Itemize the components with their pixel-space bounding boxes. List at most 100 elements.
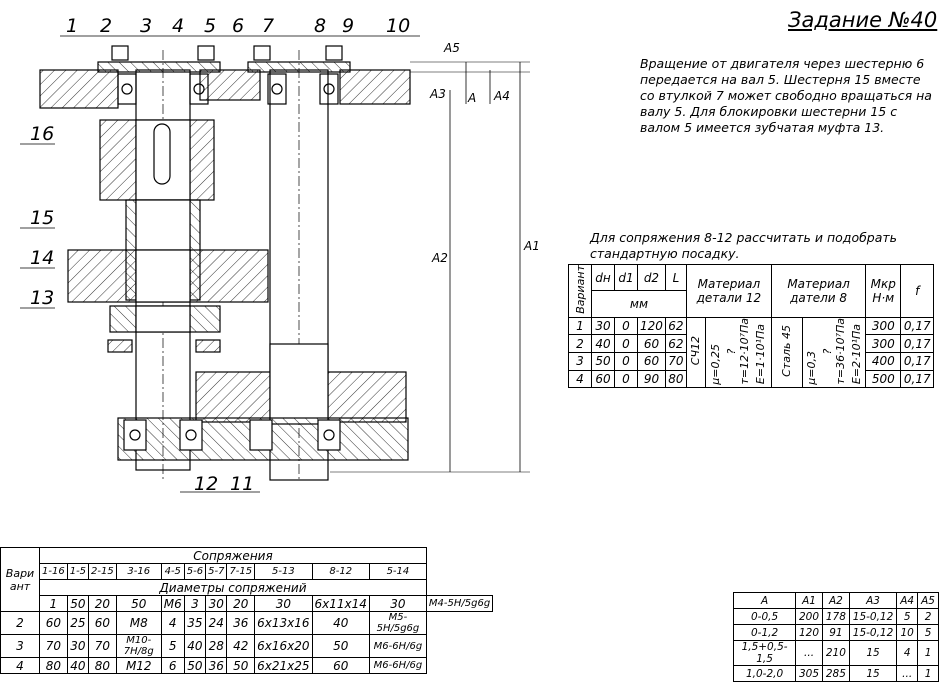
cell: 62: [664, 334, 687, 354]
dim-a1: A1: [523, 239, 540, 253]
cell: 1: [917, 640, 939, 666]
header-dn: dн: [591, 263, 615, 292]
header-mat12: Материал детали 12: [685, 264, 772, 318]
cell: 6x16x20: [254, 634, 313, 658]
leader-label: 8: [314, 15, 326, 37]
col-header: A: [732, 592, 797, 609]
cell: 0: [614, 369, 638, 389]
header-mat8: Материал датели 8: [770, 264, 867, 318]
cell: 0: [614, 352, 638, 371]
leader-label: 4: [172, 15, 184, 37]
cell: 200: [795, 608, 823, 625]
cell: M5-5H/5g6g: [368, 611, 427, 635]
leader-label: 14: [30, 247, 54, 269]
dim-a2: A2: [431, 251, 448, 265]
task-description: Вращение от двигателя через шестерню 6 п…: [640, 56, 932, 135]
col-header: A4: [896, 592, 919, 609]
cell: 285: [821, 665, 850, 682]
cell: 50: [311, 634, 370, 658]
cell: 120: [795, 624, 823, 641]
task-title: Задание №40: [788, 8, 938, 32]
leader-label: 15: [30, 207, 54, 229]
col-header: 8-12: [311, 563, 370, 580]
cell: 40: [183, 634, 207, 658]
dim-a5: A5: [443, 41, 460, 55]
leader-label: 1: [66, 15, 78, 37]
header-diam: Диаметры сопряжений: [39, 579, 427, 596]
dim-a3: A3: [429, 87, 446, 101]
cell: 70: [39, 634, 68, 658]
cell: M6-6H/6g: [368, 657, 427, 674]
cell: ...: [795, 640, 823, 666]
cell: M12: [115, 657, 162, 674]
col-header: 7-15: [226, 563, 256, 580]
cell: 4: [0, 657, 40, 674]
col-header: 4-5: [160, 563, 185, 580]
cell: 210: [821, 640, 850, 666]
cell: 80: [39, 657, 68, 674]
header-d2: d2: [637, 263, 666, 292]
cell: 3: [0, 634, 40, 658]
cell: 50: [115, 595, 162, 612]
cell: 0-0,5: [732, 608, 797, 625]
cell: 20: [88, 595, 117, 612]
cell: 15: [848, 665, 898, 682]
cell: 0,17: [900, 334, 935, 354]
cell: 6x13x16: [254, 611, 313, 635]
leader-label: 12: [194, 473, 218, 495]
cell: 3: [183, 595, 207, 612]
cell: 28: [205, 634, 228, 658]
header-m: Mкр Н·м: [865, 264, 902, 318]
cell: 60: [637, 352, 666, 371]
mat8-name: Сталь 45: [780, 325, 794, 377]
cell: 1: [568, 316, 592, 336]
cell: 24: [205, 611, 228, 635]
col-header: A1: [795, 592, 823, 609]
mat12-gamma: ?т=12·10⁷Па: [725, 317, 752, 385]
cell: 2: [917, 608, 939, 625]
cell: 0,17: [900, 316, 935, 336]
cell: 2: [568, 334, 592, 354]
cell: ...: [896, 665, 919, 682]
cell: 6x21x25: [254, 657, 313, 674]
leader-label: 2: [100, 15, 112, 37]
header-variant: Вариант: [573, 265, 587, 314]
cell: 80: [664, 369, 687, 389]
header-variant: Вари ант: [0, 547, 40, 612]
cell: 2: [0, 611, 40, 635]
mat8-gamma: ?т=36·10⁷Па: [821, 317, 848, 385]
cell: 30: [591, 316, 615, 336]
cell: 42: [226, 634, 256, 658]
cell: 4: [160, 611, 185, 635]
cell: 50: [66, 595, 90, 612]
cell: 15: [848, 640, 898, 666]
cell: 5: [896, 608, 919, 625]
dim-a: A: [467, 91, 476, 105]
col-header: 3-16: [115, 563, 162, 580]
col-header: 1-16: [39, 563, 68, 580]
col-header: 5-13: [254, 563, 313, 580]
cell: 400: [865, 352, 902, 371]
col-header: A3: [848, 592, 898, 609]
cell: 20: [226, 595, 256, 612]
cell: 15-0,12: [848, 608, 898, 625]
mat12-e: E=1·10¹Па: [754, 324, 768, 385]
cell: 0-1,2: [732, 624, 797, 641]
col-header: 2-15: [88, 563, 117, 580]
mat8-e: E=2·10¹Па: [850, 324, 864, 385]
cell: 1,5+0,5-1,5: [732, 640, 797, 666]
cell: 3: [568, 352, 592, 371]
header-d1: d1: [614, 263, 638, 292]
col-header: 5-7: [205, 563, 228, 580]
cell: 5: [160, 634, 185, 658]
cell: M10-7H/8g: [115, 634, 162, 658]
fit-table: Вари ант Сопряжения 1-16 1-5 2-15 3-16 4…: [0, 547, 494, 674]
housing-16: [39, 69, 119, 109]
header-fits: Сопряжения: [39, 547, 427, 564]
cell: 60: [591, 369, 615, 389]
cell: 6: [160, 657, 185, 674]
cell: 300: [865, 334, 902, 354]
header-mm: мм: [591, 290, 687, 318]
leader-label: 7: [262, 15, 274, 37]
col-header: 1-5: [66, 563, 90, 580]
